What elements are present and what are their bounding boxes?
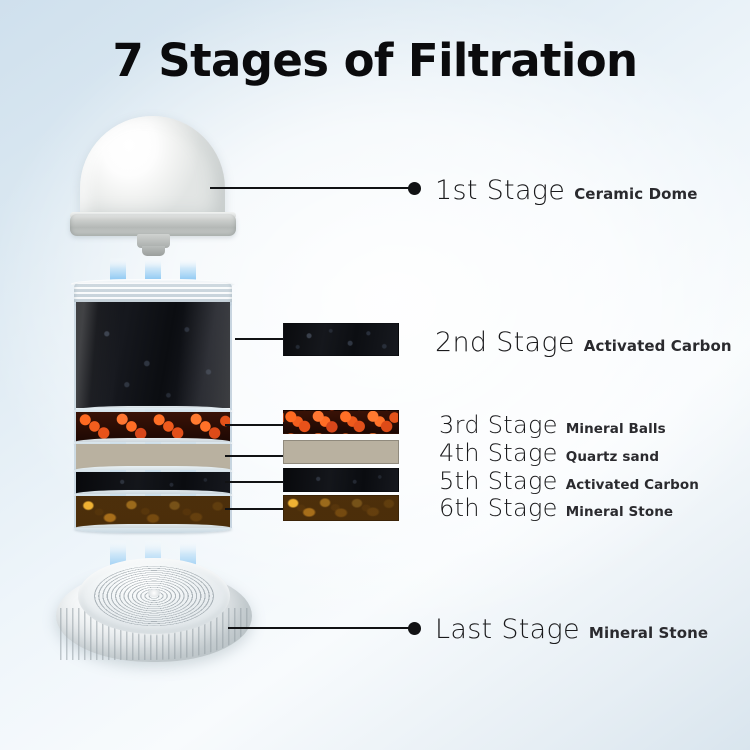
- cylinder-bottom-ring: [74, 524, 232, 533]
- layer-divider-ring-5: [74, 466, 232, 475]
- stage-6-material: Mineral Stone: [565, 504, 674, 520]
- quartz-sand-layer: [76, 444, 230, 470]
- leader-line-stage-3: [225, 424, 283, 426]
- quartz-sand-swatch: [283, 440, 399, 464]
- stage-label-7: Last Stage Mineral Stone: [435, 614, 708, 645]
- stage-7-material: Mineral Stone: [588, 624, 709, 642]
- stage-7-number: Last Stage: [435, 614, 580, 645]
- mineral-stone-swatch: [283, 495, 399, 521]
- leader-line-stage-5: [225, 481, 283, 483]
- activated-carbon-swatch-small: [283, 468, 399, 492]
- mineral-balls-layer: [76, 412, 230, 442]
- stage-label-3: 3rd Stage Mineral Balls: [439, 411, 666, 439]
- stage-3-material: Mineral Balls: [565, 421, 666, 437]
- layer-divider-ring-4: [74, 438, 232, 447]
- stage-2-material: Activated Carbon: [583, 337, 732, 355]
- mineral-stone-layer: [76, 496, 230, 528]
- stage-3-number: 3rd Stage: [439, 411, 558, 439]
- ceramic-dome-outlet-nipple: [137, 234, 170, 248]
- mineral-stone-base-disc: [56, 556, 252, 668]
- page-title: 7 Stages of Filtration: [112, 34, 639, 87]
- stage-5-material: Activated Carbon: [565, 477, 699, 493]
- stage-1-material: Ceramic Dome: [574, 185, 698, 203]
- leader-line-stage-4: [225, 455, 283, 457]
- ceramic-dome-collar: [70, 214, 236, 236]
- leader-line-stage-2: [235, 338, 285, 340]
- activated-carbon-layer: [76, 472, 230, 494]
- base-disc-center-hub: [148, 589, 160, 597]
- stage-label-1: 1st Stage Ceramic Dome: [435, 175, 698, 206]
- stage-6-number: 6th Stage: [439, 494, 558, 522]
- leader-dot-stage-1: [408, 182, 421, 195]
- stage-label-4: 4th Stage Quartz sand: [439, 439, 659, 467]
- stage-5-number: 5th Stage: [439, 467, 558, 495]
- mineral-balls-swatch: [283, 410, 399, 434]
- leader-line-stage-7: [228, 627, 410, 629]
- leader-dot-stage-7: [408, 622, 421, 635]
- stage-label-2: 2nd Stage Activated Carbon: [435, 327, 732, 358]
- ceramic-dome-housing: [80, 116, 225, 222]
- stage-4-number: 4th Stage: [439, 439, 558, 467]
- activated-carbon-cylinder: [76, 302, 230, 408]
- leader-line-stage-6: [225, 508, 283, 510]
- leader-line-stage-1: [210, 187, 410, 189]
- ceramic-dome-outlet-tip: [142, 246, 165, 256]
- stage-label-5: 5th Stage Activated Carbon: [439, 467, 699, 495]
- activated-carbon-swatch: [283, 323, 399, 356]
- stage-4-material: Quartz sand: [565, 449, 660, 465]
- layer-divider-ring-3: [74, 406, 232, 415]
- stage-2-number: 2nd Stage: [435, 327, 575, 358]
- stage-label-6: 6th Stage Mineral Stone: [439, 494, 673, 522]
- stage-1-number: 1st Stage: [435, 175, 566, 206]
- layer-divider-ring-6: [74, 490, 232, 499]
